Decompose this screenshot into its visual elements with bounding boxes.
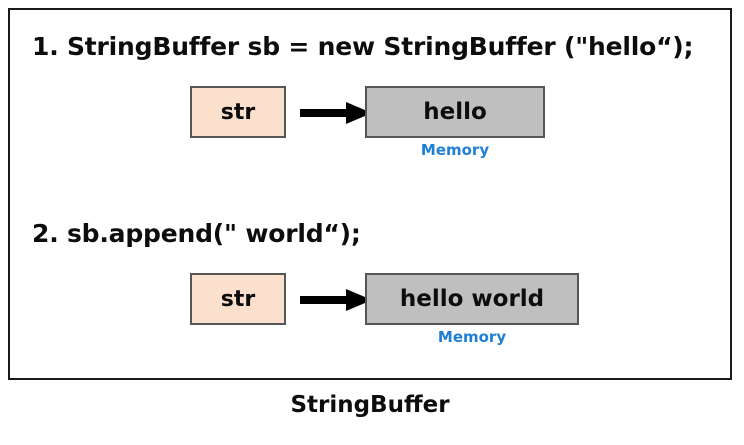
code-statement-1: 1. StringBuffer sb = new StringBuffer ("…: [32, 32, 694, 61]
code-statement-2: 2. sb.append(" world“);: [32, 219, 361, 248]
memory-cell-1: hello Memory: [365, 86, 545, 159]
memory-box-value-1: hello: [365, 86, 545, 138]
variable-box-str-1: str: [190, 86, 286, 138]
memory-cell-2: hello world Memory: [365, 273, 579, 346]
diagram-row-2: str hello world Memory: [10, 273, 730, 351]
variable-box-str-2: str: [190, 273, 286, 325]
memory-label-2: Memory: [437, 328, 507, 346]
diagram-caption: StringBuffer: [290, 392, 450, 418]
memory-label-1: Memory: [420, 141, 490, 159]
arrow-icon-2: [300, 289, 372, 311]
diagram-frame: 1. StringBuffer sb = new StringBuffer ("…: [8, 8, 732, 380]
arrow-icon-1: [300, 102, 372, 124]
memory-box-value-2: hello world: [365, 273, 579, 325]
diagram-row-1: str hello Memory: [10, 86, 730, 164]
